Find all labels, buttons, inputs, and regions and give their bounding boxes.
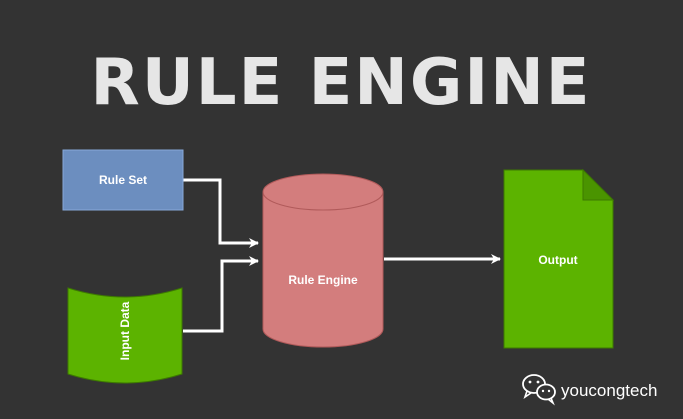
edges	[183, 178, 501, 333]
output-shape	[503, 169, 614, 349]
wechat-icon	[522, 374, 556, 406]
rule-engine-node: Rule Engine	[262, 173, 384, 348]
edge-input-data-to-rule-engine	[183, 256, 259, 333]
rule-engine-body	[262, 191, 384, 348]
edge-rule-set-to-rule-engine	[183, 178, 259, 248]
rule-engine-top	[262, 173, 384, 211]
diagram-title: RULE ENGINE	[91, 46, 592, 120]
input-data-label: Input Data	[118, 301, 132, 360]
watermark-text: youcongtech	[561, 381, 657, 400]
input-data-node: Input Data	[67, 287, 183, 384]
watermark: youcongtech	[522, 374, 657, 406]
rule-set-label: Rule Set	[99, 173, 147, 187]
rule-engine-label: Rule Engine	[288, 273, 358, 287]
rule-set-node: Rule Set	[62, 149, 184, 211]
output-node: Output	[503, 168, 615, 349]
rule-set-shape	[62, 149, 184, 211]
output-label: Output	[538, 253, 577, 267]
input-data-shape	[67, 287, 183, 384]
output-fold	[582, 168, 615, 201]
